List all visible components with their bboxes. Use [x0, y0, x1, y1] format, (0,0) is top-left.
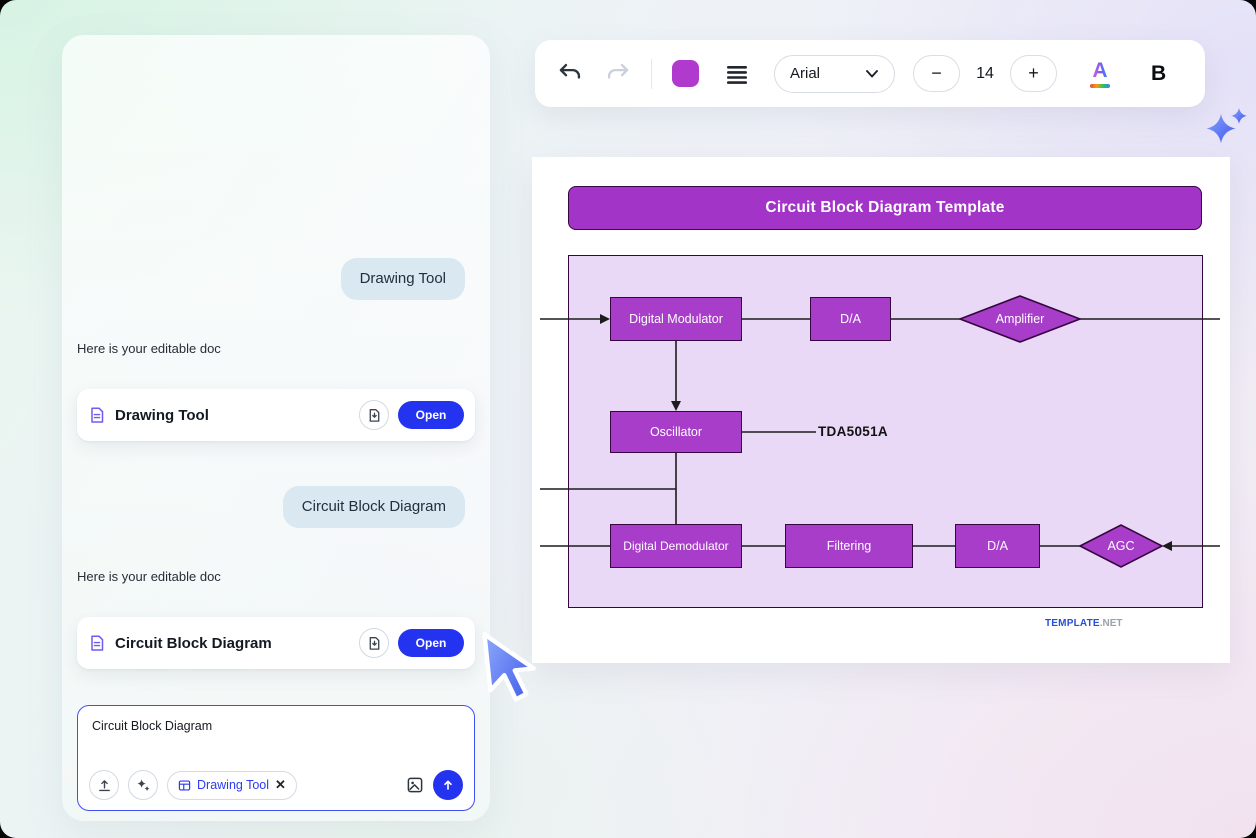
assistant-panel: Drawing Tool Here is your editable doc D… [62, 35, 490, 821]
bold-button[interactable]: B [1145, 61, 1172, 87]
doc-card-title: Circuit Block Diagram [115, 634, 272, 652]
composer-input[interactable]: Circuit Block Diagram [92, 719, 213, 733]
chip-label: Drawing Tool [197, 778, 270, 792]
font-size-value: 14 [976, 64, 994, 82]
font-size-decrease-button[interactable]: − [913, 55, 960, 92]
doc-card-title: Drawing Tool [115, 406, 209, 424]
block-digital-demodulator[interactable]: Digital Demodulator [610, 524, 742, 568]
image-icon [406, 776, 424, 794]
chip-close-icon[interactable]: ✕ [275, 777, 286, 792]
text-color-icon: A [1092, 59, 1108, 83]
line-spacing-button[interactable] [725, 62, 749, 86]
rainbow-underline [1090, 84, 1110, 88]
user-message-bubble: Drawing Tool [340, 258, 465, 300]
connector-lines [540, 295, 1220, 568]
watermark: TEMPLATE.NET [1045, 618, 1123, 629]
mouse-cursor-icon [479, 625, 546, 716]
upload-button[interactable] [89, 770, 119, 800]
document-icon [88, 634, 106, 652]
user-message-bubble: Circuit Block Diagram [282, 486, 465, 528]
editor-toolbar: Arial − 14 + A B [535, 40, 1205, 107]
download-doc-icon [367, 636, 382, 651]
assistant-reply: Here is your editable doc [77, 341, 221, 356]
toolbar-divider [651, 58, 652, 89]
upload-icon [97, 778, 112, 793]
block-filtering[interactable]: Filtering [785, 524, 913, 568]
download-doc-icon [367, 408, 382, 423]
send-button[interactable] [433, 770, 463, 800]
export-doc-button[interactable] [359, 628, 389, 658]
diagram-title-banner[interactable]: Circuit Block Diagram Template [568, 186, 1202, 230]
block-da-top[interactable]: D/A [810, 297, 891, 341]
menu-icon [725, 62, 749, 86]
redo-icon [604, 60, 631, 87]
document-icon [88, 406, 106, 424]
amplifier-diamond[interactable] [957, 295, 1083, 343]
ai-tools-button[interactable] [128, 770, 158, 800]
composer: Circuit Block Diagram [77, 705, 475, 811]
watermark-bold: TEMPLATE [1045, 618, 1100, 629]
assistant-reply: Here is your editable doc [77, 569, 221, 584]
export-doc-button[interactable] [359, 400, 389, 430]
annotation-tda5051a[interactable]: TDA5051A [818, 424, 888, 439]
redo-button[interactable] [604, 60, 631, 87]
doc-card-circuit-block-diagram: Circuit Block Diagram Open [77, 617, 475, 669]
fill-color-swatch[interactable] [672, 60, 699, 87]
agc-diamond[interactable] [1078, 524, 1164, 568]
block-da-bottom[interactable]: D/A [955, 524, 1040, 568]
sparkles-icon [136, 778, 151, 793]
send-icon [441, 778, 455, 792]
open-button[interactable]: Open [398, 401, 464, 429]
open-button[interactable]: Open [398, 629, 464, 657]
document-canvas[interactable]: Circuit Block Diagram Template Digital M… [532, 157, 1230, 663]
insert-image-button[interactable] [406, 776, 424, 794]
text-color-button[interactable]: A [1084, 58, 1116, 89]
font-family-select[interactable]: Arial [774, 54, 895, 93]
watermark-rest: .NET [1099, 618, 1123, 629]
ai-sparkle-icon[interactable] [1204, 106, 1250, 153]
chevron-down-icon [865, 69, 879, 79]
doc-card-drawing-tool: Drawing Tool Open [77, 389, 475, 441]
undo-button[interactable] [557, 60, 584, 87]
font-size-increase-button[interactable]: + [1010, 55, 1057, 92]
attachment-chip[interactable]: Drawing Tool ✕ [167, 770, 297, 800]
undo-icon [557, 60, 584, 87]
font-family-value: Arial [790, 65, 821, 82]
block-oscillator[interactable]: Oscillator [610, 411, 742, 453]
block-digital-modulator[interactable]: Digital Modulator [610, 297, 742, 341]
template-icon [178, 779, 191, 792]
